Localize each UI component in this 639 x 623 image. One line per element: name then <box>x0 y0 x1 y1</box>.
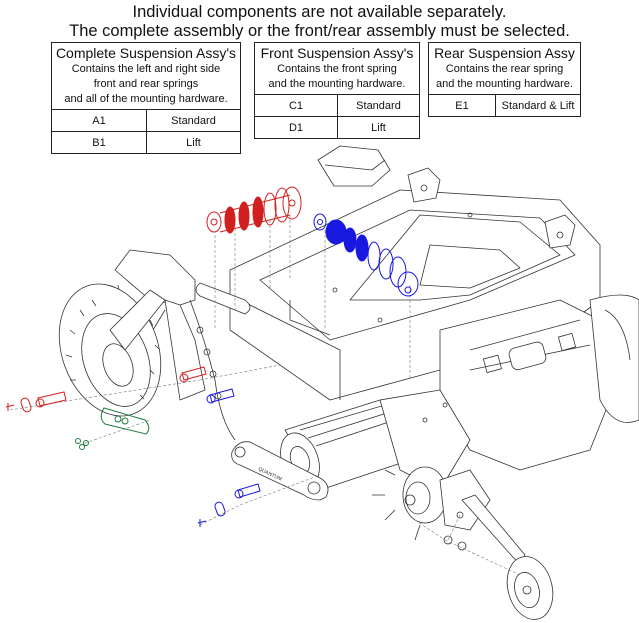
front-suspension-header: Front Suspension Assy's Contains the fro… <box>254 42 420 95</box>
rear-suspension-spring <box>313 213 419 297</box>
rear-suspension-header: Rear Suspension Assy Contains the rear s… <box>428 42 581 95</box>
front-suspension-spring <box>206 186 302 234</box>
anti-tip-wheel <box>414 494 554 620</box>
table-row: B1 Lift <box>51 131 241 154</box>
part-type: Lift <box>146 131 241 154</box>
notice-line-2: The complete assembly or the front/rear … <box>69 22 570 40</box>
part-type: Standard & Lift <box>495 94 581 117</box>
part-code: E1 <box>428 94 496 117</box>
front-suspension-desc-1: Contains the front spring <box>277 63 397 75</box>
table-row: E1 Standard & Lift <box>428 94 581 117</box>
part-code: A1 <box>51 109 147 132</box>
front-suspension-hardware <box>5 366 207 413</box>
assembly-guide-lines <box>9 215 411 526</box>
complete-suspension-desc-3: and all of the mounting hardware. <box>64 93 228 105</box>
caster-mount-plate <box>75 407 150 450</box>
part-type: Lift <box>337 116 420 139</box>
table-row: D1 Lift <box>254 116 420 139</box>
rear-suspension-hardware <box>197 388 261 527</box>
front-suspension-title: Front Suspension Assy's <box>260 45 414 61</box>
complete-suspension-header: Complete Suspension Assy's Contains the … <box>51 42 241 110</box>
part-code: D1 <box>254 116 338 139</box>
complete-suspension-table: Complete Suspension Assy's Contains the … <box>51 42 241 154</box>
table-row: C1 Standard <box>254 94 420 117</box>
rear-suspension-title: Rear Suspension Assy <box>434 45 575 61</box>
part-code: C1 <box>254 94 338 117</box>
part-code: B1 <box>51 131 147 154</box>
part-type: Standard <box>337 94 420 117</box>
complete-suspension-desc-1: Contains the left and right side <box>71 63 221 75</box>
rear-suspension-desc-2: and the mounting hardware. <box>436 78 573 90</box>
rear-suspension-desc-1: Contains the rear spring <box>445 63 564 75</box>
complete-suspension-title: Complete Suspension Assy's <box>55 45 237 61</box>
rear-suspension-table: Rear Suspension Assy Contains the rear s… <box>428 42 581 117</box>
seat-mount-top <box>317 145 576 249</box>
complete-suspension-desc-2: front and rear springs <box>93 78 199 90</box>
rear-housing <box>439 294 639 471</box>
front-suspension-desc-2: and the mounting hardware. <box>268 78 406 90</box>
notice-line-1: Individual components are not available … <box>132 3 507 21</box>
part-type: Standard <box>146 109 241 132</box>
front-suspension-table: Front Suspension Assy's Contains the fro… <box>254 42 420 139</box>
table-row: A1 Standard <box>51 109 241 132</box>
front-caster-wheel <box>58 283 166 417</box>
